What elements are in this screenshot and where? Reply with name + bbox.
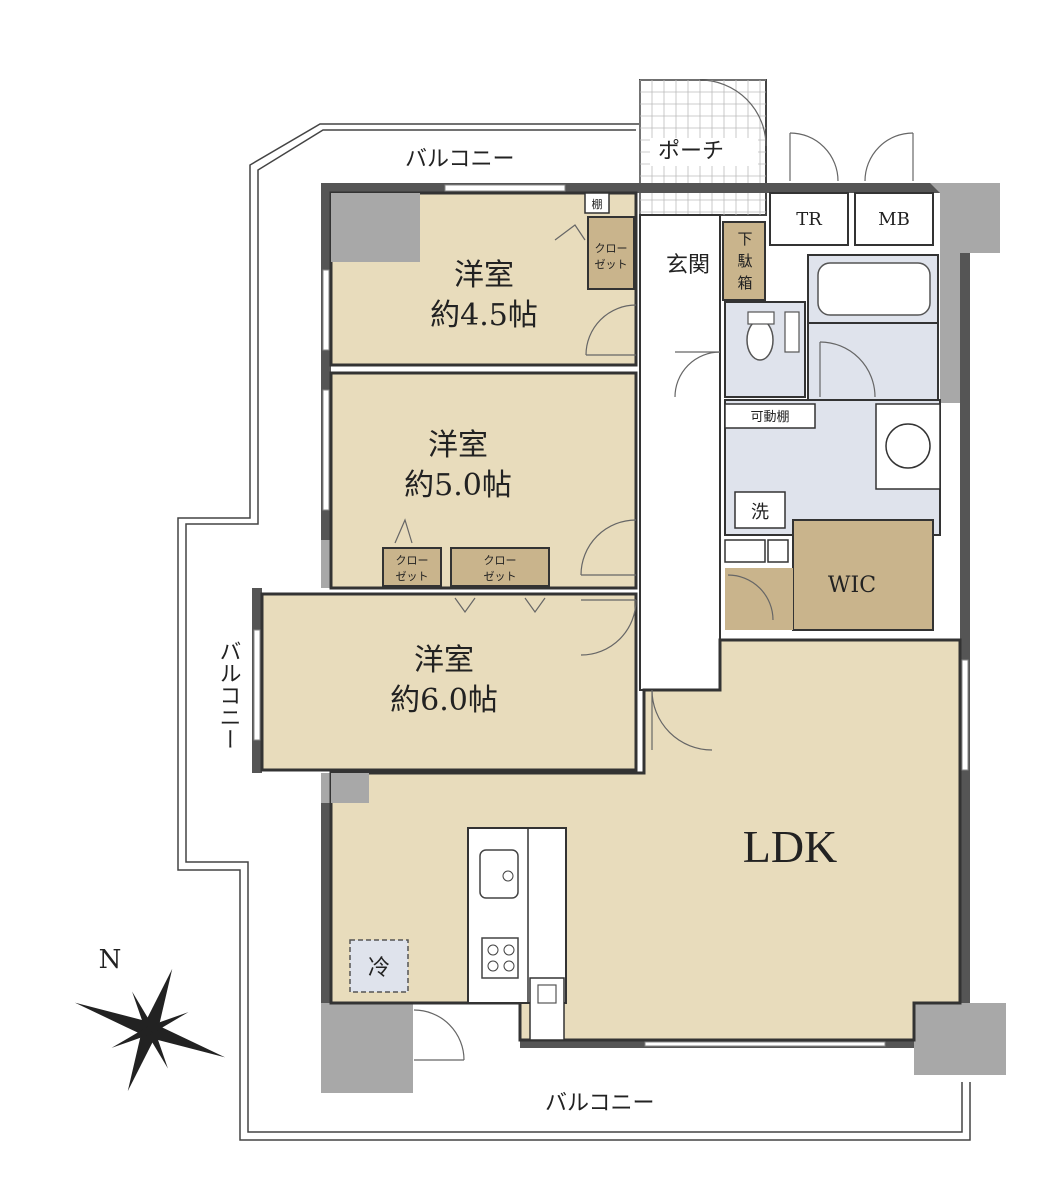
closet-3-line1: クロー	[484, 554, 517, 567]
door-swings	[394, 79, 914, 1061]
room-3-size: 約6.0帖	[390, 683, 498, 718]
room-3-name: 洋室	[414, 643, 474, 678]
closet-1-line1: クロー	[595, 242, 628, 255]
shoe-box	[722, 221, 766, 301]
balcony-outline	[177, 123, 971, 1141]
room-1-size: 約4.5帖	[430, 298, 538, 333]
movable-shelf-label: 可動棚	[750, 410, 789, 425]
shoe-box-label-2: 駄	[737, 252, 752, 270]
fridge-space	[349, 939, 409, 993]
tr-label: TR	[796, 209, 822, 230]
windows	[253, 184, 969, 1047]
closet-2-line2: ゼット	[396, 570, 429, 583]
tr-box	[769, 192, 849, 246]
room-2-name: 洋室	[428, 428, 488, 463]
balcony-label-top: バルコニー	[405, 147, 515, 172]
closet-2-line1: クロー	[396, 554, 429, 567]
compass-north-label: N	[99, 945, 122, 975]
wet-area	[724, 254, 941, 563]
entrance-label: 玄関	[666, 253, 710, 278]
wic-label: WIC	[828, 573, 876, 598]
shoe-box-label-1: 下	[737, 230, 752, 248]
room-western-3	[260, 592, 638, 772]
shoe-box-label-3: 箱	[737, 274, 752, 292]
porch	[639, 79, 767, 216]
room-2-size: 約5.0帖	[404, 468, 512, 503]
balcony-label-bottom: バルコニー	[545, 1091, 655, 1116]
hallway	[639, 214, 721, 691]
mb-box	[854, 192, 934, 246]
ldk-label: LDK	[743, 821, 838, 872]
kitchen-counter	[467, 827, 567, 1041]
compass-icon	[74, 968, 226, 1092]
mb-label: MB	[878, 209, 910, 230]
washer-label: 洗	[751, 502, 769, 523]
closet-1-line2: ゼット	[595, 258, 628, 271]
balcony-label-left: バルコニー	[216, 640, 241, 750]
closet-3-line2: ゼット	[484, 570, 517, 583]
room-1-name: 洋室	[454, 258, 514, 293]
porch-label: ポーチ	[658, 139, 724, 164]
closets	[382, 192, 635, 587]
fridge-label: 冷	[368, 956, 390, 981]
shelf-label: 棚	[592, 197, 603, 211]
